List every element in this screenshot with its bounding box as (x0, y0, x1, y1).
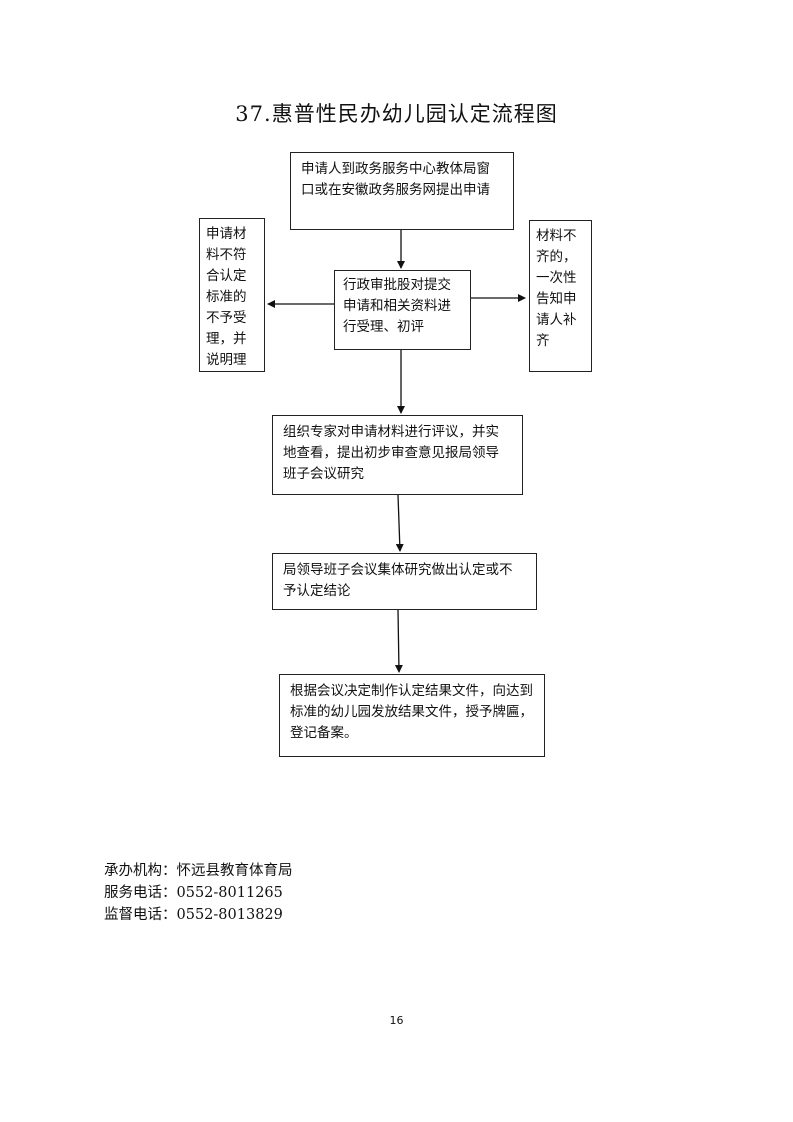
supervise-phone-line: 监督电话：0552-8013829 (104, 907, 283, 923)
arrow-step3-to-step4 (395, 494, 404, 552)
page-number: 16 (389, 1014, 404, 1027)
service-phone-line: 服务电话：0552-8011265 (104, 885, 283, 901)
step-review-text: 行政审批股对提交 申请和相关资料进 行受理、初评 (343, 277, 451, 335)
page-title: 37.惠普性民办幼儿园认定流程图 (235, 102, 558, 126)
step-apply-box: 申请人到政务服务中心教体局窗 口或在安徽政务服务网提出申请 (290, 152, 514, 230)
reject-branch-box: 申请材 料不符 合认定 标准的 不予受 理，并 说明理 (199, 218, 265, 372)
step-review-box: 行政审批股对提交 申请和相关资料进 行受理、初评 (334, 270, 471, 350)
reject-branch-text: 申请材 料不符 合认定 标准的 不予受 理，并 说明理 (206, 226, 247, 368)
contact-info: 承办机构：怀远县教育体育局 服务电话：0552-8011265 监督电话：055… (104, 860, 293, 926)
supplement-branch-text: 材料不 齐的， 一次性 告知申 请人补 齐 (536, 228, 577, 349)
step-decision-text: 局领导班子会议集体研究做出认定或不 予认定结论 (283, 562, 513, 599)
step-result-box: 根据会议决定制作认定结果文件，向达到 标准的幼儿园发放结果文件，授予牌匾， 登记… (279, 674, 545, 757)
arrow-step4-to-step5 (394, 609, 403, 673)
org-line: 承办机构：怀远县教育体育局 (104, 863, 293, 879)
supplement-branch-box: 材料不 齐的， 一次性 告知申 请人补 齐 (529, 220, 592, 372)
step-expert-box: 组织专家对申请材料进行评议，并实 地查看，提出初步审查意见报局领导 班子会议研究 (272, 415, 523, 495)
step-expert-text: 组织专家对申请材料进行评议，并实 地查看，提出初步审查意见报局领导 班子会议研究 (283, 424, 499, 482)
step-result-text: 根据会议决定制作认定结果文件，向达到 标准的幼儿园发放结果文件，授予牌匾， 登记… (290, 683, 533, 741)
step-apply-text: 申请人到政务服务中心教体局窗 口或在安徽政务服务网提出申请 (301, 161, 490, 198)
step-decision-box: 局领导班子会议集体研究做出认定或不 予认定结论 (272, 553, 537, 610)
